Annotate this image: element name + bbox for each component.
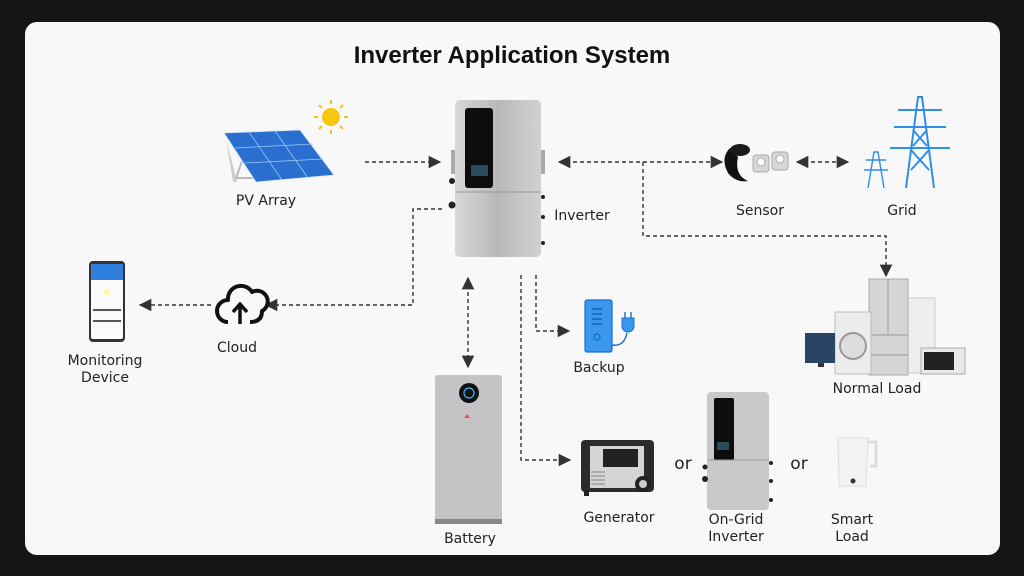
backup-label: Backup <box>573 360 625 376</box>
current-sensor-icon <box>724 144 789 182</box>
edge-inverter-cloud <box>264 208 442 312</box>
on-grid-inverter-line1: On-Grid <box>708 512 764 528</box>
smart-load-line1: Smart <box>830 512 874 528</box>
on-grid-inverter-label: On-Grid Inverter <box>696 512 776 546</box>
sun-icon <box>314 100 348 134</box>
edge-inverter-backup <box>535 275 571 338</box>
monitoring-device-label: Monitoring Device <box>57 353 153 387</box>
solar-panel-icon <box>223 129 335 183</box>
inverter-label: Inverter <box>554 208 610 224</box>
inverter-icon <box>448 100 545 257</box>
battery-icon <box>435 375 502 524</box>
or-connector-1: or <box>674 454 692 474</box>
diagram-title: Inverter Application System <box>353 42 671 69</box>
smart-load-line2: Load <box>835 529 869 545</box>
smartphone-icon <box>89 261 125 342</box>
or-connector-2: or <box>790 454 808 474</box>
sensor-label: Sensor <box>736 203 784 219</box>
generator-label: Generator <box>583 510 655 526</box>
cloud-upload-icon <box>215 283 270 324</box>
battery-label: Battery <box>444 531 496 547</box>
grid-label: Grid <box>887 203 917 219</box>
backup-plug-icon <box>584 299 635 353</box>
cloud-label: Cloud <box>217 340 257 356</box>
monitoring-device-line2: Device <box>81 370 129 386</box>
normal-load-label: Normal Load <box>832 381 922 397</box>
on-grid-inverter-icon <box>702 392 773 510</box>
kettle-icon <box>837 437 878 487</box>
edge-inverter-normal-load <box>642 162 893 278</box>
pv-array-label: PV Array <box>235 193 297 209</box>
generator-icon <box>581 440 654 496</box>
monitoring-device-line1: Monitoring <box>67 353 143 369</box>
smart-load-label: Smart Load <box>822 512 882 546</box>
on-grid-inverter-line2: Inverter <box>708 529 764 545</box>
appliances-icon <box>805 278 966 376</box>
power-tower-icon <box>864 96 950 189</box>
edge-inverter-generator <box>520 275 572 467</box>
